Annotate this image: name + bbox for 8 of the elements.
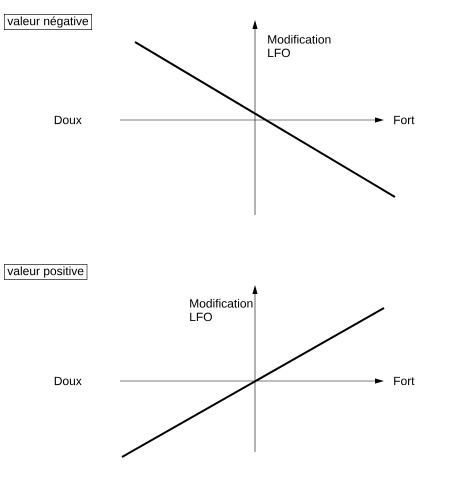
boxed-label: valeur négative xyxy=(4,14,92,30)
axis-label: Fort xyxy=(394,116,414,124)
axis-label: Fort xyxy=(394,376,414,386)
axis-label: Doux xyxy=(54,116,82,124)
axis-label: Doux xyxy=(54,376,82,386)
axis-label: Modification LFO xyxy=(190,298,252,322)
axis-label: Modification LFO xyxy=(268,34,330,58)
boxed-label: valeur positive xyxy=(4,264,88,280)
